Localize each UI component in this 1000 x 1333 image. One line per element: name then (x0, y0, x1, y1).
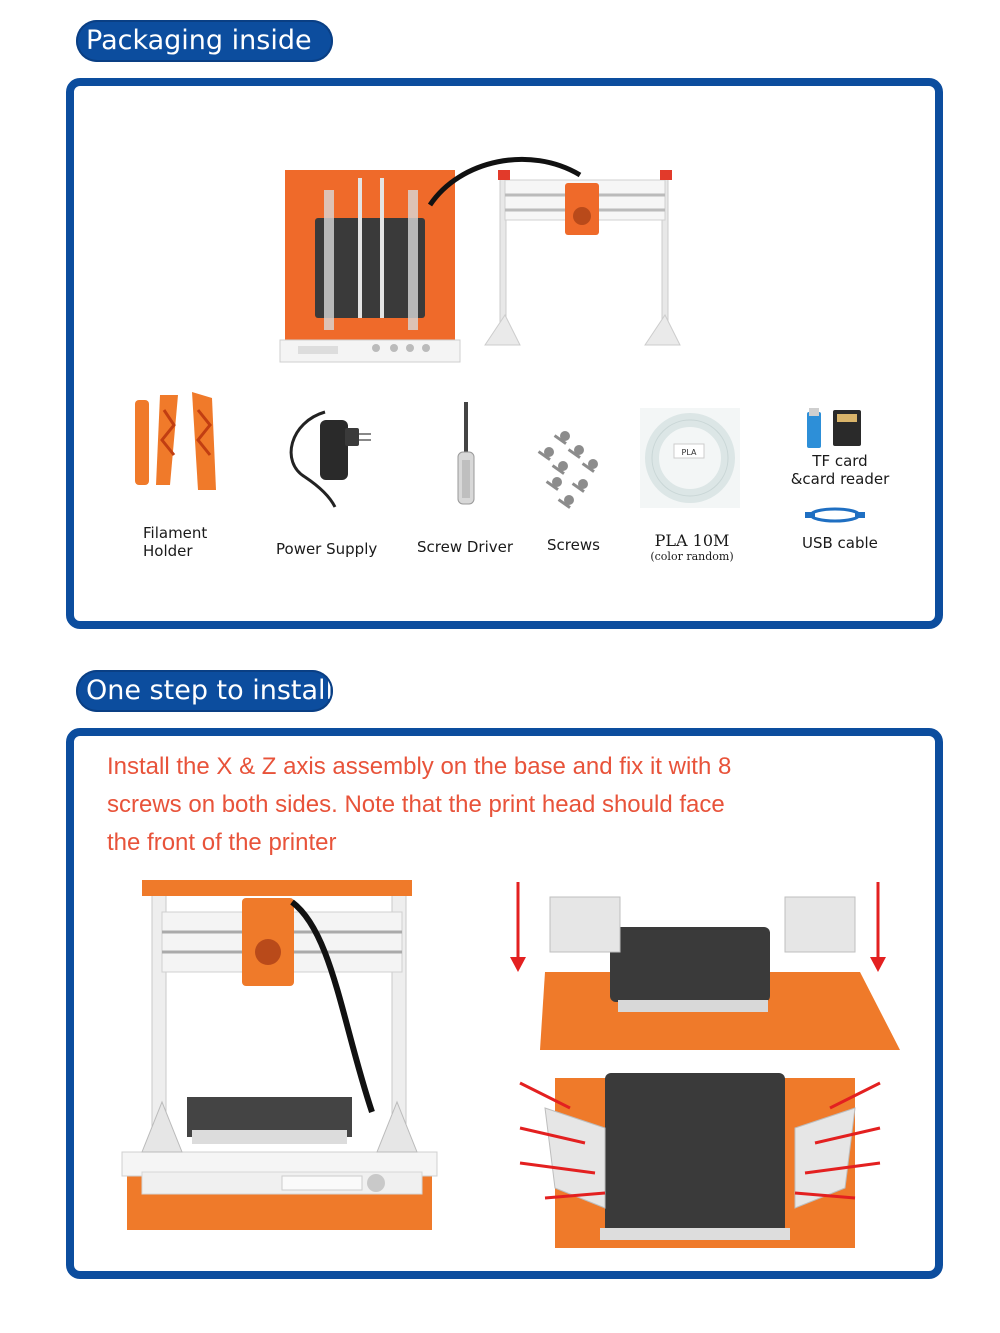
pla-tag-label: PLA (682, 448, 697, 457)
tf-card-icon (807, 408, 861, 448)
filament-holder-label: Filament Holder (143, 524, 208, 560)
power-supply-icon (289, 410, 371, 508)
packaging-panel (66, 78, 943, 629)
install-instruction: Install the X & Z axis assembly on the b… (107, 753, 732, 856)
filament-holder-icon (135, 392, 216, 490)
pla-spool-icon: PLA (640, 408, 740, 508)
pla-label: PLA 10M (color random) (650, 531, 734, 564)
section-title-packaging: Packaging inside (76, 20, 333, 62)
assembled-printer-image (121, 880, 438, 1230)
screw-driver-icon (457, 402, 475, 505)
section-title-install: One step to install (76, 670, 333, 712)
usb-cable-label: USB cable (802, 534, 878, 552)
tf-card-label: TF card &card reader (790, 452, 890, 488)
section-title-text: One step to install (86, 675, 334, 706)
screw-driver-label: Screw Driver (417, 538, 514, 556)
printer-parts-image (279, 156, 681, 363)
install-detail-bottom-image (519, 1073, 881, 1248)
screws-label: Screws (547, 536, 600, 554)
power-supply-label: Power Supply (276, 540, 378, 558)
section-title-text: Packaging inside (86, 25, 312, 56)
screws-icon (537, 431, 598, 509)
install-detail-top-image (510, 882, 900, 1050)
usb-cable-icon (805, 507, 865, 523)
